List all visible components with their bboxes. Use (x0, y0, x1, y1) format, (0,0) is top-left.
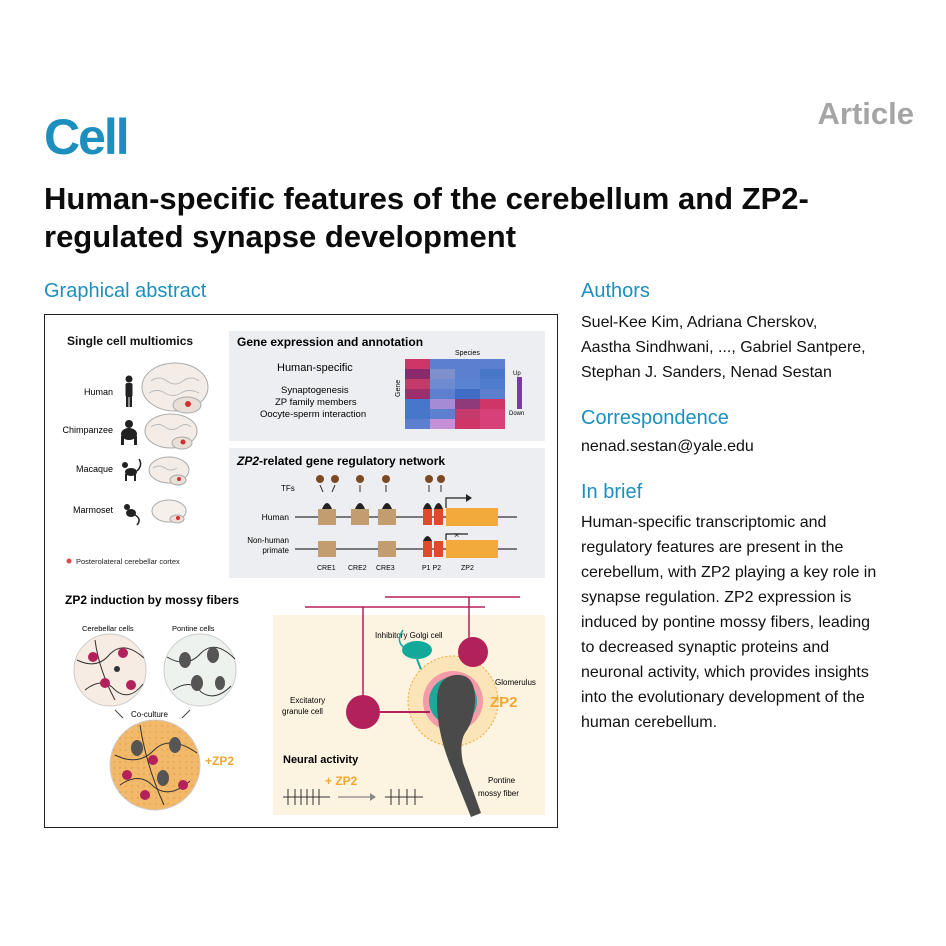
journal-logo: Cell (44, 109, 130, 165)
panel3-title: ZP2-related gene regulatory network (236, 454, 445, 468)
scale-down-label: Down (509, 411, 524, 417)
merge-arrow-right (181, 709, 191, 719)
species-label: Marmoset (73, 505, 114, 515)
parallel-fibers (305, 596, 520, 699)
granule-cell-body (346, 695, 380, 729)
in-brief-line: Human-specific transcriptomic and (581, 514, 827, 531)
element-label: ZP2 (461, 565, 474, 572)
nonhuman-label-1: Non-human (247, 536, 289, 545)
element-label: CRE2 (348, 565, 367, 572)
species-row-chimpanzee: Chimpanzee (62, 413, 198, 450)
species-label: Human (84, 387, 113, 397)
in-brief-line: induced by pontine mossy fibers, leading (581, 614, 871, 631)
glomerulus-zp2-label: ZP2 (490, 694, 518, 711)
authors-line: Stephan J. Sanders, Nenad Sestan (581, 364, 832, 381)
graphical-abstract-svg: Single cell multiomics Human Chimpanzee (62, 331, 545, 817)
macaque-silhouette-icon (122, 458, 142, 481)
in-brief-line: human cerebellum. (581, 714, 718, 731)
legend-text: Posterolateral cerebellar cortex (76, 557, 180, 566)
nonhuman-regulatory-elements: × (318, 530, 498, 558)
element-label: CRE1 (317, 565, 336, 572)
mossy-fiber-label-2: mossy fiber (478, 789, 519, 798)
scale-bar (517, 377, 522, 409)
graphical-abstract-figure: Single cell multiomics Human Chimpanzee (44, 314, 558, 828)
gene-row-label: Synaptogenesis (281, 385, 349, 396)
species-row-macaque: Macaque (76, 456, 190, 486)
human-regulatory-elements (318, 494, 498, 526)
gene-row-label: Oocyte-sperm interaction (260, 409, 366, 420)
mossy-fiber-label-1: Pontine (488, 776, 516, 785)
title-line-2: regulated synapse development (44, 219, 517, 254)
coculture-zp2-label: +ZP2 (205, 754, 234, 768)
in-brief-line: regulatory features are present in the (581, 539, 844, 556)
human-silhouette-icon (125, 375, 133, 407)
correspondence-heading: Correspondence (581, 407, 729, 429)
in-brief-line: into the evolutionary development of the (581, 689, 865, 706)
activity-zp2-label: + ZP2 (325, 774, 358, 788)
chimpanzee-silhouette-icon (121, 420, 137, 445)
element-label: P1 P2 (422, 565, 441, 572)
element-label: CRE3 (376, 565, 395, 572)
species-label: Chimpanzee (62, 425, 113, 435)
coculture-dish (109, 719, 201, 811)
expression-heatmap (405, 359, 505, 429)
tf-binding-arrows (319, 484, 442, 493)
species-row-marmoset: Marmoset (73, 499, 187, 526)
panel4-title: ZP2 induction by mossy fibers (65, 593, 239, 607)
article-title: Human-specific features of the cerebellu… (44, 180, 924, 256)
species-col-label: Species (455, 350, 480, 357)
in-brief-line: to decreased synaptic proteins and (581, 639, 830, 656)
merge-arrow-left (114, 709, 124, 719)
marmoset-silhouette-icon (124, 504, 140, 526)
in-brief-line: neuronal activity, which provides insigh… (581, 664, 869, 681)
authors-line: Aastha Sindhwani, ..., Gabriel Santpere, (581, 339, 866, 356)
gene-row-label: Human-specific (277, 362, 353, 374)
gene-axis-label: Gene (395, 380, 402, 397)
nonhuman-label-2: primate (262, 546, 289, 555)
chimpanzee-brain-icon (144, 413, 198, 450)
species-row-human: Human (84, 362, 209, 414)
article-type: Article (817, 96, 914, 131)
svg-text:×: × (454, 530, 459, 540)
golgi-cell-label: Inhibitory Golgi cell (375, 631, 443, 640)
legend-dot (66, 558, 72, 564)
spike-train-before (283, 789, 330, 805)
macaque-brain-icon (148, 456, 190, 486)
spike-train-after (385, 789, 423, 805)
authors-heading: Authors (581, 280, 650, 302)
panel1-title: Single cell multiomics (67, 334, 193, 348)
panel2-title: Gene expression and annotation (237, 335, 423, 349)
title-line-1: Human-specific features of the cerebellu… (44, 181, 809, 216)
cerebellar-cells-dish (73, 633, 147, 707)
coculture-label: Co-culture (131, 710, 168, 719)
cerebellar-cells-label: Cerebellar cells (82, 624, 134, 633)
neural-activity-label: Neural activity (283, 754, 359, 766)
in-brief-line: cerebellum, with ZP2 playing a key role … (581, 564, 877, 581)
in-brief-heading: In brief (581, 481, 643, 503)
tfs-label: TFs (281, 484, 295, 493)
in-brief-text: Human-specific transcriptomic and regula… (581, 510, 926, 735)
golgi-terminal (458, 637, 488, 667)
pontine-cells-dish (163, 633, 237, 707)
glomerulus-label: Glomerulus (495, 678, 536, 687)
excitatory-label-2: granule cell (282, 707, 323, 716)
species-label: Macaque (76, 464, 113, 474)
spike-train-arrow (338, 793, 376, 801)
transcription-factor-icons (316, 475, 445, 483)
authors-line: Suel-Kee Kim, Adriana Cherskov, (581, 314, 818, 331)
correspondence-email[interactable]: nenad.sestan@yale.edu (581, 438, 754, 455)
pontine-cells-label: Pontine cells (172, 624, 215, 633)
excitatory-label-1: Excitatory (290, 696, 325, 705)
scale-up-label: Up (513, 371, 521, 377)
authors-list: Suel-Kee Kim, Adriana Cherskov, Aastha S… (581, 310, 926, 385)
glomerulus (407, 655, 499, 817)
human-regulatory-label: Human (262, 512, 290, 522)
in-brief-line: synapse regulation. ZP2 expression is (581, 589, 852, 606)
gene-row-label: ZP family members (275, 397, 357, 408)
graphical-abstract-heading: Graphical abstract (44, 280, 207, 302)
human-brain-icon (141, 362, 209, 414)
marmoset-brain-icon (151, 499, 187, 524)
